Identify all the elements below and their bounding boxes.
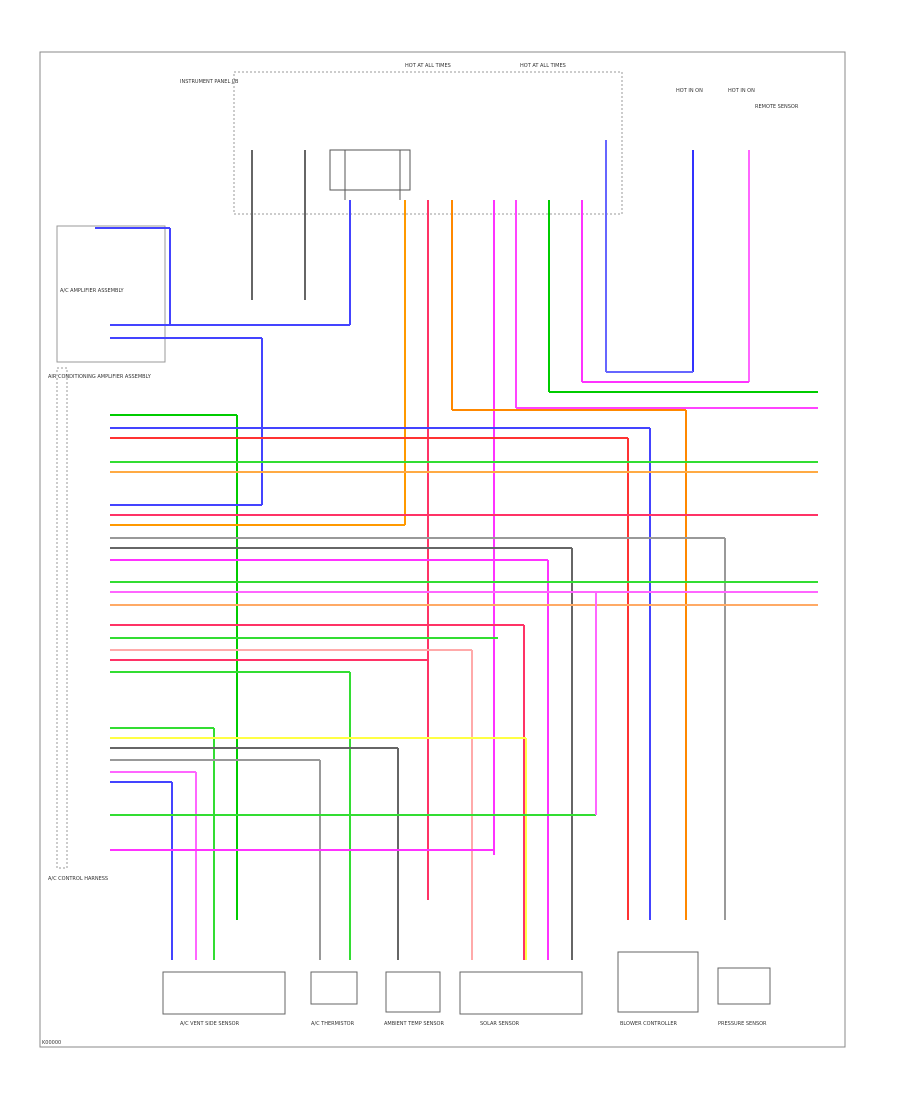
remote-sensor-label: REMOTE SENSOR xyxy=(755,104,799,110)
bottom-component-6: PRESSURE SENSOR xyxy=(717,967,771,1027)
ecu-box xyxy=(56,367,68,869)
bottom-component-5-caption: BLOWER CONTROLLER xyxy=(620,1021,678,1027)
relay-symbol xyxy=(329,149,411,200)
bottom-component-6-caption: PRESSURE SENSOR xyxy=(718,1021,767,1027)
ecu-label: AIR CONDITIONING AMPLIFIER ASSEMBLY xyxy=(48,374,152,380)
horizontal-wires xyxy=(95,227,818,960)
bottom-component-2: A/C THERMISTOR xyxy=(310,971,358,1027)
bottom-component-4-caption: SOLAR SENSOR xyxy=(480,1021,520,1027)
junction-box xyxy=(233,71,623,215)
hot-label-2: HOT AT ALL TIMES xyxy=(520,63,566,69)
bottom-component-3: AMBIENT TEMP SENSOR xyxy=(384,971,444,1027)
hot-label-1: HOT AT ALL TIMES xyxy=(405,63,451,69)
junction-box-label: INSTRUMENT PANEL J/B xyxy=(180,79,239,85)
left-component-label: A/C AMPLIFIER ASSEMBLY xyxy=(60,288,125,294)
bottom-component-1: A/C VENT SIDE SENSOR xyxy=(162,971,286,1027)
bottom-component-5: BLOWER CONTROLLER xyxy=(617,951,699,1027)
bottom-component-3-caption: AMBIENT TEMP SENSOR xyxy=(384,1021,444,1027)
harness-label: A/C CONTROL HARNESS xyxy=(48,876,108,882)
bottom-component-1-caption: A/C VENT SIDE SENSOR xyxy=(180,1021,240,1027)
hot-label-4: HOT IN ON xyxy=(728,88,755,94)
diagram-border xyxy=(39,51,846,1048)
left-component-box xyxy=(56,225,166,363)
bottom-component-2-caption: A/C THERMISTOR xyxy=(311,1021,355,1027)
top-vertical-wires xyxy=(251,140,750,900)
hot-label-3: HOT IN ON xyxy=(676,88,703,94)
bottom-component-4: SOLAR SENSOR xyxy=(459,971,583,1027)
bottom-left-code: K00000 xyxy=(42,1040,61,1046)
